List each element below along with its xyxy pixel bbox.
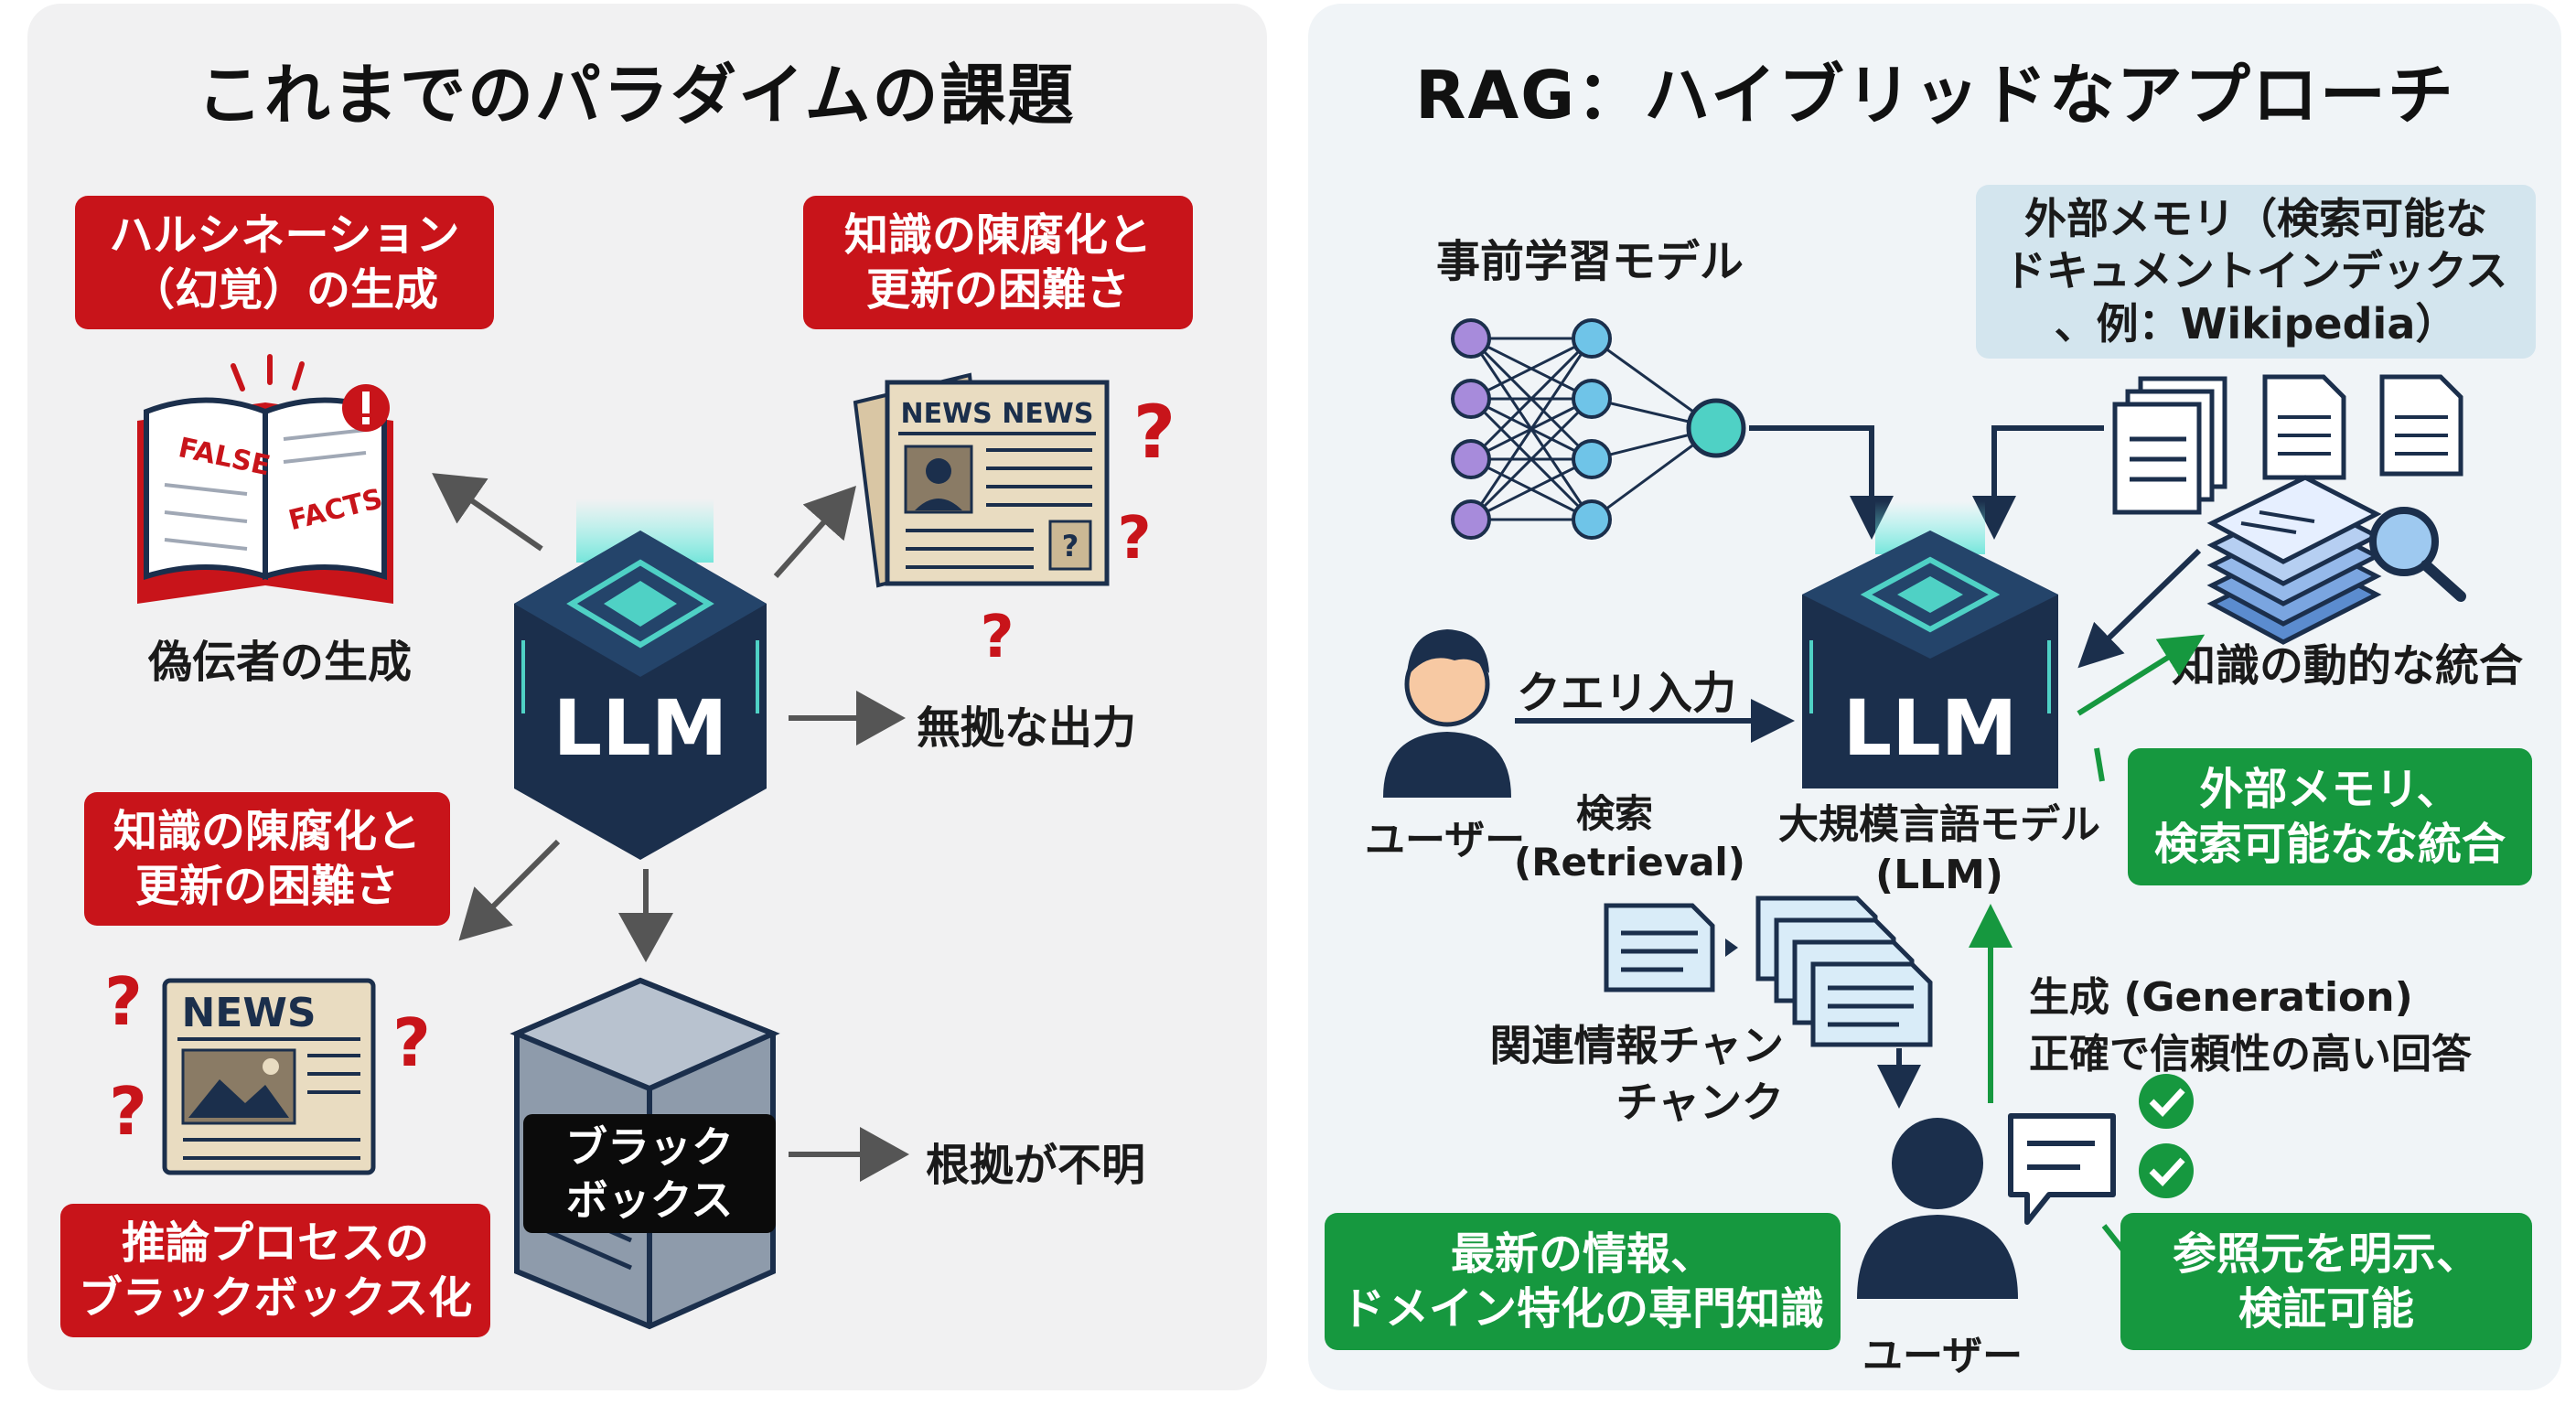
llm-chip-right: LLM — [1802, 501, 2058, 788]
hallucination-line2: （幻覚）の生成 — [130, 264, 438, 316]
question-mark-icon: ? — [392, 1004, 431, 1081]
nn-edge — [1470, 457, 1593, 521]
arrow-to-bottom-news — [458, 839, 561, 941]
pretrained-model-label: 事前学習モデル — [1436, 236, 1744, 287]
retrieval-line2: (Retrieval) — [1514, 839, 1746, 885]
llm-caption-line1: 大規模言語モデル — [1778, 801, 2100, 848]
hallucination-line1: ハルシネーション — [109, 209, 460, 261]
newspaper-bottom-header: NEWS — [181, 990, 316, 1036]
neural-network-icon — [1469, 337, 1717, 521]
latest-info-line1: 最新の情報、 — [1450, 1228, 1714, 1280]
newspaper-header: NEWS NEWS — [900, 398, 1093, 430]
arrow-index-to-llm — [2077, 548, 2202, 669]
document-icon — [2379, 374, 2463, 477]
query-input-label: クエリ入力 — [1517, 668, 1737, 719]
check-icon — [2139, 1143, 2194, 1198]
document-icon — [2262, 374, 2346, 480]
retrieval-line1: 検索 — [1575, 791, 1653, 836]
generation-line2: 正確で信頼性の高い回答 — [2029, 1030, 2472, 1078]
chat-bubble-icon — [2008, 1113, 2116, 1225]
nn-edge — [1469, 337, 1594, 461]
generation-label: 生成 (Generation) 正確で信頼性の高い回答 — [2029, 970, 2472, 1082]
nn-edge — [1469, 397, 1594, 521]
document-stack-icon — [2112, 376, 2227, 515]
staleness-callout-top: 知識の陳腐化と 更新の困難さ — [803, 196, 1193, 329]
baseless-output-label: 無拠な出力 — [917, 702, 1137, 754]
memory-line3: 、例：Wikipedia） — [2054, 298, 2458, 349]
blackbox-label-line2: ボックス — [566, 1175, 734, 1225]
blackbox-label-line1: ブラック — [565, 1122, 734, 1172]
llm-caption: 大規模言語モデル (LLM) — [1775, 799, 2104, 900]
staleness-bottom-line1: 知識の陳腐化と — [113, 806, 421, 857]
fake-info-label: 偽伝者の生成 — [148, 637, 413, 688]
memory-line2: ドキュメントインデックス — [2003, 246, 2508, 296]
chunks-line1: 関連情報チャン — [1489, 1021, 1784, 1070]
blackbox-line1: 推論プロセスの — [121, 1217, 429, 1269]
staleness-bottom-line2: 更新の困難さ — [134, 861, 399, 912]
chunks-label: 関連情報チャン チャンク — [1482, 1017, 1784, 1131]
arrow-memory-to-llm — [1972, 425, 2104, 540]
nn-edge — [1469, 338, 1594, 520]
user-label-top: ユーザー — [1365, 817, 1526, 863]
memory-line1: 外部メモリ（検索可能な — [2024, 193, 2487, 243]
llm-label-right: LLM — [1843, 683, 2018, 773]
question-mark-icon: ? — [980, 604, 1014, 671]
memory-integration-line2: 検索可能なな統合 — [2153, 819, 2506, 870]
blackbox-callout: 推論プロセスの ブラックボックス化 — [60, 1204, 490, 1337]
arrow-pretrained-to-llm — [1749, 425, 1894, 540]
citation-line2: 検証可能 — [2238, 1283, 2414, 1335]
right-title: RAG：ハイブリッドなアプローチ — [1415, 57, 2455, 134]
open-book-icon: FALSE FACTS — [137, 354, 393, 604]
svg-text:?: ? — [1062, 529, 1079, 563]
question-mark-icon: ? — [1117, 505, 1151, 573]
llm-label-left: LLM — [553, 683, 728, 773]
dynamic-integration-label: 知識の動的な統合 — [2172, 640, 2524, 692]
blackbox-line2: ブラックボックス化 — [78, 1272, 473, 1324]
index-stack-icon — [2206, 475, 2382, 645]
memory-integration-line1: 外部メモリ、 — [2199, 764, 2461, 815]
unclear-basis-label: 根拠が不明 — [926, 1140, 1146, 1191]
citation-box: 参照元を明示、 検証可能 — [2120, 1213, 2532, 1350]
question-mark-icon: ? — [104, 963, 143, 1040]
server-blackbox-icon: ブラック ボックス — [510, 977, 780, 1330]
check-icon — [2139, 1074, 2194, 1129]
latest-info-line2: ドメイン特化の専門知識 — [1340, 1283, 1824, 1335]
arrow-llm-to-index — [2077, 634, 2206, 716]
generation-line1: 生成 (Generation) — [2029, 974, 2413, 1021]
latest-info-box: 最新の情報、 ドメイン特化の専門知識 — [1325, 1213, 1841, 1350]
neural-nodes — [1451, 318, 1746, 540]
staleness-top-line1: 知識の陳腐化と — [843, 209, 1152, 261]
arrow-to-hallucination — [432, 473, 543, 552]
memory-pointer — [2094, 747, 2105, 782]
citation-pointer — [2101, 1224, 2134, 1262]
llm-chip-left: LLM — [514, 499, 767, 860]
memory-integration-box: 外部メモリ、 検索可能なな統合 — [2128, 748, 2532, 885]
question-mark-icon: ? — [109, 1073, 147, 1150]
magnifier-icon — [2369, 507, 2466, 602]
retrieval-label: 検索 (Retrieval) — [1514, 790, 1746, 886]
citation-line1: 参照元を明示、 — [2172, 1228, 2480, 1280]
external-memory-box: 外部メモリ（検索可能な ドキュメントインデックス 、例：Wikipedia） — [1976, 185, 2536, 359]
user-avatar-top — [1383, 629, 1511, 798]
staleness-callout-bottom: 知識の陳腐化と 更新の困難さ — [84, 792, 450, 926]
question-mark-icon: ? — [1133, 390, 1175, 475]
nn-edge — [1470, 337, 1593, 401]
arrow-to-staleness — [773, 486, 856, 578]
newspaper-icon-top: NEWS NEWS ? — [853, 372, 1110, 588]
llm-caption-line2: (LLM) — [1874, 852, 2004, 898]
retrieved-doc-icon — [1604, 903, 1715, 992]
chunks-line2: チャンク — [1615, 1078, 1784, 1128]
hallucination-callout: ハルシネーション （幻覚）の生成 — [75, 196, 494, 329]
left-title: これまでのパラダイムの課題 — [197, 57, 1076, 134]
newspaper-icon-bottom: NEWS — [162, 978, 376, 1175]
chunk-stack-icon — [1755, 896, 1933, 1047]
user-label-bottom: ユーザー — [1862, 1333, 2023, 1379]
user-avatar-bottom — [1857, 1118, 2018, 1299]
staleness-top-line2: 更新の困難さ — [865, 264, 1130, 316]
